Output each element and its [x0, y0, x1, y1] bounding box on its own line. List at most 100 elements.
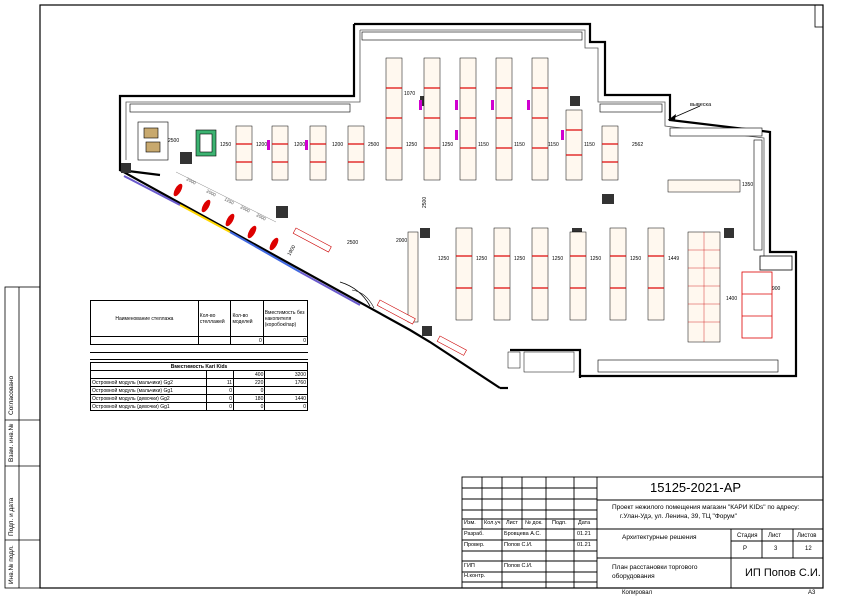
side-stamp-frame [4, 286, 41, 589]
row-role-3: ГИП [464, 563, 475, 569]
hdr-col-5: Дата [578, 520, 591, 526]
cap-top-capacity: 3200 [264, 370, 308, 379]
window-displays [173, 183, 279, 251]
row-name-0: Бровцева А.С. [504, 531, 541, 537]
ddim-4: 2000 [256, 212, 268, 221]
door-arc [339, 281, 371, 307]
hdr-col-2: Лист [506, 520, 518, 526]
dim-3: 1200 [294, 142, 305, 148]
wall-rack-right [667, 179, 741, 193]
dimension-labels: 2500 1250 1200 1200 1200 2500 1250 1250 … [168, 91, 781, 302]
dim-9: 1150 [514, 142, 525, 148]
dim-m1: 1250 [438, 256, 449, 262]
sheet-title-1: План расстановки торгового [612, 564, 698, 571]
stamp-soglasovano: Согласовано [8, 375, 15, 415]
island-dividers-top [236, 87, 618, 163]
capacity-table: Вместимость Kari Kids 400 3200 Островной… [90, 362, 308, 411]
table-row: Островной модуль (девочки) Gg1 0 0 0 [90, 402, 308, 411]
dim-1: 1250 [220, 142, 231, 148]
ddim-1: 2000 [206, 188, 218, 197]
island-dividers-middle [456, 255, 664, 289]
diag-dimension-labels: 2000 2000 1250 2000 2000 [186, 176, 268, 221]
dim-m5: 1250 [590, 256, 601, 262]
sheet-no-value: 3 [774, 546, 778, 552]
dim-x6: 2500 [422, 197, 428, 208]
sheet-title-2: оборудования [612, 573, 655, 580]
island-racks-top [235, 57, 619, 181]
section-title: Архитектурные решения [622, 534, 697, 541]
fitting-rooms [741, 255, 793, 339]
stage-header: Стадия [737, 533, 758, 539]
spec-divider [90, 352, 308, 360]
row-date-1: 01.21 [577, 542, 591, 548]
ddim-0: 2000 [186, 176, 198, 185]
entrance-label: вывеска [690, 102, 712, 108]
format-label: А3 [808, 590, 816, 596]
hdr-col-3: № док. [525, 520, 543, 526]
copied-label: Копировал [622, 590, 653, 596]
sheet-header: Лист [768, 533, 782, 539]
row-name-3: Попов С.И. [504, 563, 533, 569]
stage-value: Р [743, 546, 748, 552]
row-role-4: Н.контр. [464, 573, 486, 579]
dim-m0: 2500 [347, 240, 358, 246]
checkout-counters [507, 351, 575, 373]
dim-m4: 1250 [552, 256, 563, 262]
dim-2: 1200 [256, 142, 267, 148]
large-rack-cells [688, 232, 720, 342]
perimeter-shelving [129, 31, 779, 373]
row-date-0: 01.21 [577, 531, 591, 537]
sheets-total-value: 12 [805, 546, 812, 552]
dim-x4: 1150 [548, 142, 559, 148]
dim-x0: 1070 [404, 91, 415, 97]
stamp-podp: Подп. и дата [8, 497, 15, 536]
spec-header-count: Кол-во стеллажей [197, 300, 232, 337]
capacity-title: Вместимость Kari Kids [90, 362, 308, 371]
dim-10: 1150 [584, 142, 595, 148]
entrance-racks [292, 227, 467, 356]
dim-m7: 1449 [668, 256, 679, 262]
stamp-inv: Инв.№ подл. [8, 545, 15, 584]
table-row: Островной модуль (мальчики) Gg2 11 220 1… [90, 378, 308, 387]
row-role-0: Разраб. [464, 531, 484, 537]
dim-x2: 1400 [726, 296, 737, 302]
project-title-2: г.Улан-Удэ, ул. Ленина, 39, ТЦ "Форум" [620, 513, 737, 520]
spec-header-name: Наименование стеллажа [90, 300, 199, 337]
cash-desk [137, 121, 217, 161]
dim-x5: 2000 [396, 238, 407, 244]
dim-7: 1250 [442, 142, 453, 148]
spec-table: Наименование стеллажа Кол-во стеллажей К… [90, 300, 309, 345]
spec-header-models: Кол-во моделей [230, 300, 264, 337]
ddim-3: 2000 [240, 204, 252, 213]
spec-total-models: 0 [230, 336, 264, 345]
dim-m2: 1250 [476, 256, 487, 262]
window-dim-line [175, 171, 277, 223]
rack-tags [267, 100, 564, 150]
company-name: ИП Попов С.И. [745, 567, 821, 579]
dim-m3: 1250 [514, 256, 525, 262]
hdr-col-1: Кол.уч [484, 520, 501, 526]
dim-4: 1200 [332, 142, 343, 148]
sheets-header: Листов [797, 533, 817, 539]
spec-header-capacity: Вместимость без накопителя (коробок/пар) [262, 300, 309, 337]
title-block-grid [461, 476, 824, 589]
dim-x3: 1350 [742, 182, 753, 188]
cap-top-models: 400 [233, 370, 266, 379]
dim-8: 1150 [478, 142, 489, 148]
project-title-1: Проект нежилого помещения магазин "КАРИ … [612, 504, 800, 511]
facade-line [123, 175, 361, 306]
dim-x1: 900 [772, 286, 781, 292]
corner-box [814, 4, 824, 28]
hdr-col-0: Изм. [464, 520, 476, 526]
hdr-col-4: Подп. [552, 520, 567, 526]
table-row: Островной модуль (девочки) Gg2 0 180 144… [90, 394, 308, 403]
dim-11: 2562 [632, 142, 643, 148]
dim-0: 2500 [168, 138, 179, 144]
dim-5: 2500 [368, 142, 379, 148]
doc-number: 15125-2021-АР [650, 480, 742, 495]
dim-6: 1250 [406, 142, 417, 148]
row-role-1: Провер. [464, 542, 485, 548]
stamp-vzam: Взам. инв.№ [8, 423, 15, 462]
table-row: Островной модуль (мальчики) Gg1 0 0 [90, 386, 308, 395]
